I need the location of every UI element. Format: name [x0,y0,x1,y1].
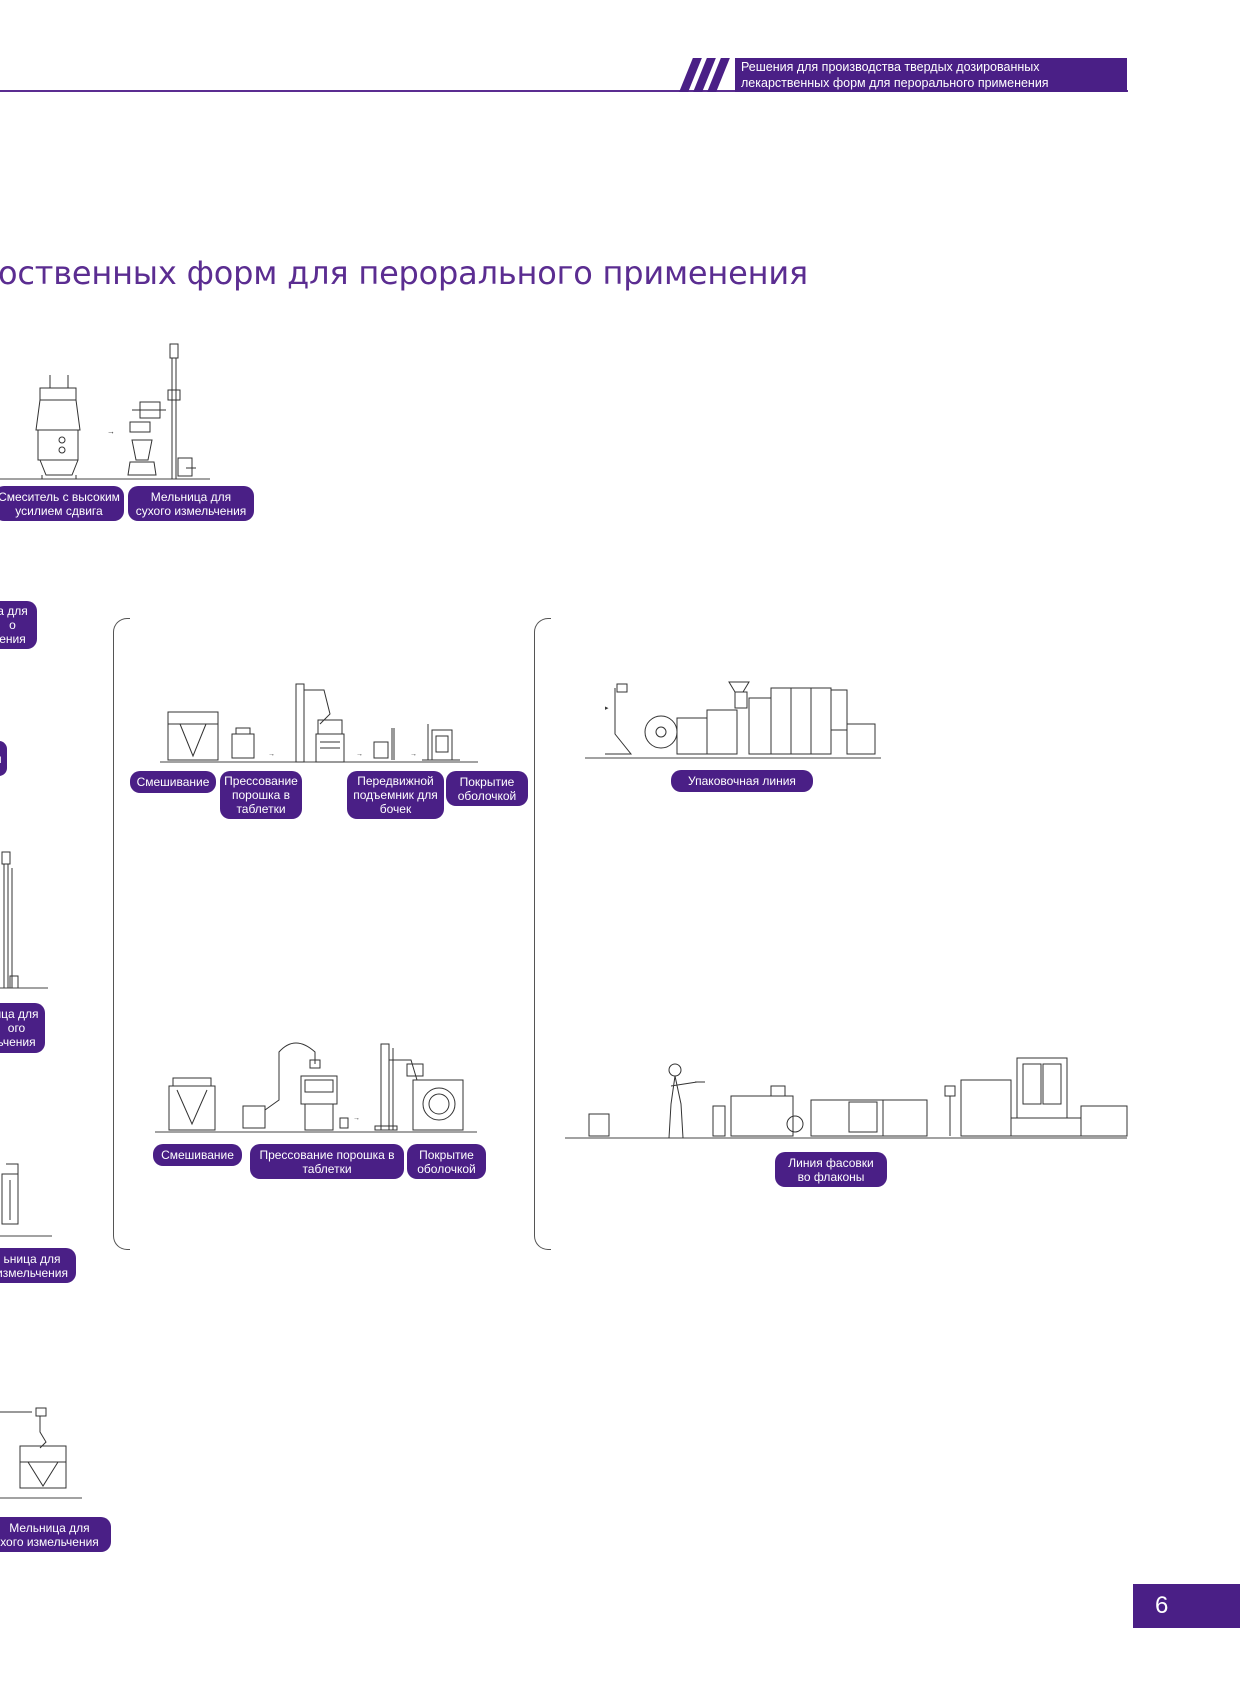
label-mid-mixing: Смешивание [130,771,216,793]
label-mid-press: Прессование порошка в таблетки [220,771,302,819]
label-packing-line: Упаковочная линия [671,770,813,792]
bottle-line-drawing [565,1057,1128,1139]
label-low-coating: Покрытие оболочкой [407,1144,486,1179]
svg-text:→: → [107,427,115,436]
svg-text:→: → [356,751,363,758]
left-drawing-3 [0,851,48,989]
left-drawing-5 [0,1407,82,1499]
mid-line-drawing: → → → [160,683,478,763]
label-low-mixing: Смешивание [153,1144,242,1166]
label-low-press: Прессование порошка в таблетки [250,1144,404,1179]
label-bottle-line: Линия фасовки во флаконы [775,1152,887,1187]
svg-text:→: → [268,751,275,758]
label-left-2: м [0,741,7,776]
label-high-shear-mixer: Смеситель с высоким усилием сдвига [0,486,124,521]
bracket-right [534,618,551,1250]
svg-text:▸: ▸ [605,705,609,712]
label-dry-mill: Мельница для сухого измельчения [128,486,254,521]
label-left-mill-5: Мельница для хого измельчения [0,1517,111,1552]
svg-text:→: → [353,1115,360,1122]
label-mid-drum-lift: Передвижной подъемник для бочек [347,771,444,819]
page-number: 6 [1133,1584,1240,1628]
low-line-drawing: → [155,1042,477,1133]
header-title-line1: Решения для производства твердых дозиров… [741,60,1040,74]
label-mid-coating: Покрытие оболочкой [446,771,528,806]
bracket-left [113,618,130,1250]
packing-line-drawing: ▸ [585,681,881,759]
label-left-mill-3: ица для ого ьчения [0,1003,45,1053]
header-rule [0,90,1128,92]
header-title-line2: лекарственных форм для перорального прим… [741,76,1049,90]
header-title-box: Решения для производства твердых дозиров… [735,58,1127,92]
label-left-mill-1: а для о ения [0,601,37,649]
label-left-mill-4: ьница для измельчения [0,1248,76,1283]
top-equipment-drawing: → [0,343,210,480]
section-title: оственных форм для перорального применен… [0,254,808,292]
left-drawing-4 [0,1163,52,1237]
svg-text:→: → [410,751,417,758]
